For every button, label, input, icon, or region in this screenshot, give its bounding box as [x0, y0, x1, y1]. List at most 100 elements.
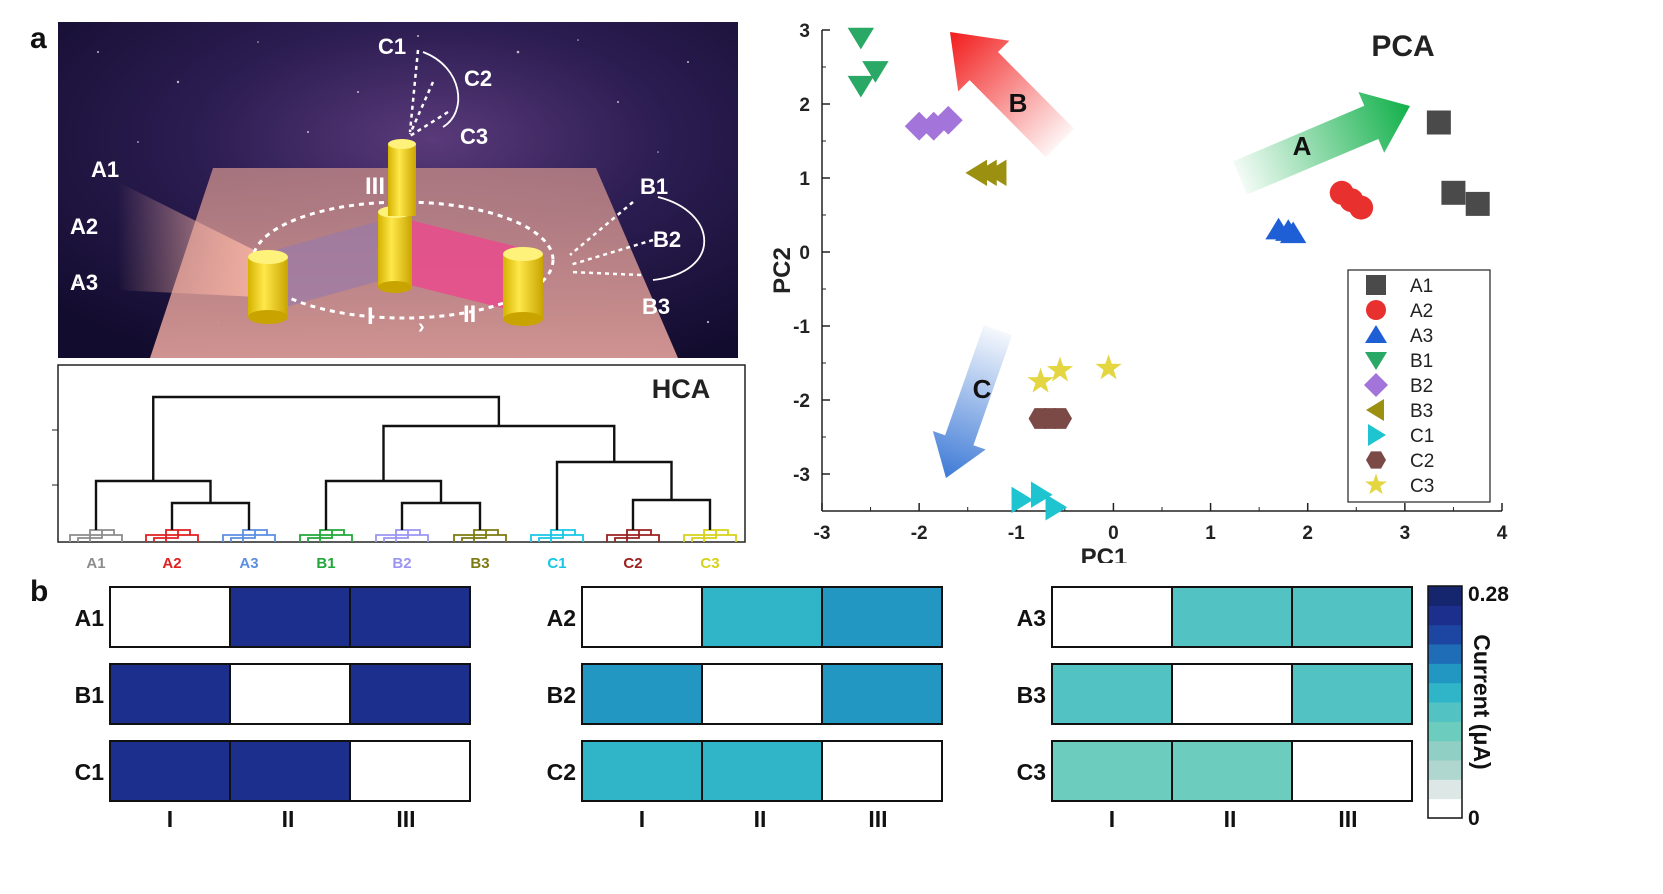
leaf-cluster-B3: [453, 529, 507, 542]
heatmap-cell-B1-II: [229, 663, 351, 725]
dendrogram-title: HCA: [652, 374, 711, 404]
point-C1: [1030, 481, 1053, 508]
row-label-C2: C2: [547, 759, 576, 785]
column-label-I: I: [167, 806, 173, 832]
series-C3: [1027, 354, 1122, 393]
x-tick-label: -2: [911, 523, 928, 544]
dendrogram-link: [94, 479, 212, 530]
scene-label-c2: C2: [464, 66, 492, 91]
trend-arrow-A: [1232, 91, 1411, 195]
heatmap-cell-A1-II: [229, 586, 351, 648]
heatmap-cell-C2-III: [821, 740, 943, 802]
scene-electrode-ii: II: [463, 301, 476, 328]
legend-marker-A2: [1366, 300, 1386, 320]
leaf-cluster-C3: [683, 529, 737, 542]
leaf-link: [538, 530, 564, 542]
legend-marker-B2: [1364, 373, 1388, 397]
heatmap-cell-B3-II: [1171, 663, 1293, 725]
leaf-label-A1: A1: [86, 555, 105, 572]
colorbar-step: [1428, 760, 1462, 780]
legend-label-A3: A3: [1410, 326, 1433, 347]
heatmap-cell-B3-III: [1291, 663, 1413, 725]
electrode-center: [378, 206, 412, 293]
x-tick-label: 4: [1497, 523, 1508, 544]
legend-label-C2: C2: [1410, 451, 1434, 472]
colorbar-step: [1428, 721, 1462, 742]
series-A1: [1426, 110, 1490, 216]
leaf-link: [222, 534, 276, 542]
heatmap-cell-C2-II: [701, 740, 823, 802]
heatmap-cell-A1-III: [349, 586, 471, 648]
heatmap-cell-B2-II: [701, 663, 823, 725]
leaf-label-B3: B3: [470, 555, 489, 572]
legend-marker-A1: [1366, 275, 1386, 295]
heatmap-cell-A3-II: [1171, 586, 1293, 648]
trend-arrow-C: [932, 325, 1013, 478]
heatmap-cell-A2-II: [701, 586, 823, 648]
colorbar-min-label: 0: [1468, 807, 1480, 830]
column-label-I: I: [1109, 806, 1115, 832]
column-label-II: II: [754, 806, 767, 832]
legend-marker-C2: [1366, 451, 1386, 469]
y-tick-label: -3: [793, 465, 810, 486]
heatmap-cell-C3-III: [1291, 740, 1413, 802]
scene-label-c1: C1: [378, 34, 406, 59]
point-B1: [862, 61, 889, 83]
heatmap-cell-C3-II: [1171, 740, 1293, 802]
leaf-label-C1: C1: [547, 555, 566, 572]
leaf-label-A2: A2: [162, 555, 181, 572]
colorbar-frame: [1427, 585, 1463, 819]
x-tick-label: 3: [1400, 523, 1411, 544]
heatmap-cell-A3-III: [1291, 586, 1413, 648]
heatmap-cell-A3-I: [1051, 586, 1173, 648]
heatmap-cell-A2-III: [821, 586, 943, 648]
point-C1: [1011, 486, 1034, 514]
light-beam-a: [118, 182, 258, 297]
x-axis-label: PC1: [1081, 544, 1128, 563]
series-A2: [1329, 180, 1374, 220]
heatmap-cell-B1-I: [109, 663, 231, 725]
y-tick-label: -2: [793, 391, 810, 412]
y-tick-label: 0: [799, 243, 810, 264]
scene-label-b2: B2: [653, 227, 681, 252]
leaf-cluster-A1: [69, 529, 123, 542]
leaf-label-B2: B2: [392, 555, 411, 572]
point-C3: [1095, 354, 1122, 380]
legend-marker-B1: [1365, 352, 1387, 370]
point-C3: [1046, 356, 1074, 382]
heatmap-cell-B2-III: [821, 663, 943, 725]
point-A1: [1465, 191, 1490, 216]
legend-label-B3: B3: [1410, 401, 1433, 422]
arrow-body: [1232, 91, 1411, 195]
trend-label-C: C: [973, 374, 992, 404]
x-tick-label: 2: [1302, 523, 1313, 544]
leaf-link: [383, 530, 409, 542]
panel-label-a: a: [30, 22, 47, 55]
arrow-body: [932, 325, 1013, 478]
leaf-link: [691, 530, 717, 542]
leaf-link: [606, 534, 660, 542]
dendrogram-link: [324, 479, 443, 530]
sensor-array-illustration: A1 A2 A3 B1 B2 B3 C1 C2 C3 I II III ›: [58, 22, 738, 358]
point-A1: [1441, 180, 1466, 205]
point-A1: [1426, 110, 1451, 135]
scene-label-a1: A1: [91, 157, 119, 182]
scene-electrode-iii: III: [365, 173, 385, 200]
row-label-A1: A1: [75, 605, 105, 631]
dendrogram-frame: [57, 364, 746, 543]
x-tick-label: 0: [1108, 523, 1119, 544]
column-label-II: II: [1224, 806, 1237, 832]
dendrogram-link: [400, 501, 482, 530]
scene-label-a2: A2: [70, 214, 98, 239]
legend-marker-A3: [1365, 325, 1387, 343]
leaf-link: [69, 534, 123, 542]
leaf-cluster-C1: [530, 529, 584, 542]
colorbar-step: [1428, 682, 1462, 703]
leaf-cluster-C2: [606, 529, 660, 542]
x-tick-label: -1: [1008, 523, 1025, 544]
dendrogram-link: [170, 501, 251, 530]
leaf-label-C2: C2: [623, 555, 642, 572]
leaf-link: [77, 530, 103, 542]
